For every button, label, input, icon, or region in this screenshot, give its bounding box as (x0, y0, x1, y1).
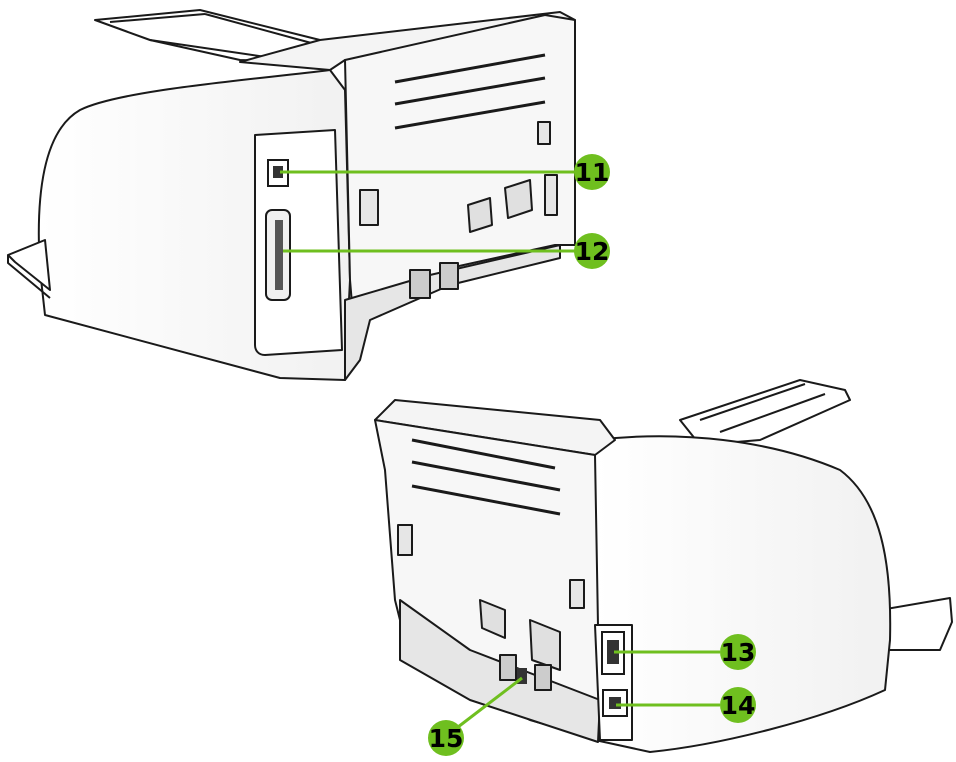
callout-11-label: 11 (575, 158, 610, 187)
callout-13-badge (720, 634, 756, 670)
printer-rear-view-bottom (374, 379, 953, 753)
input-tray (94, 9, 321, 63)
callout-13: 13 (614, 634, 756, 670)
printer-rear-view-top (7, 9, 576, 381)
callout-15-label: 15 (429, 724, 464, 753)
callout-13-label: 13 (721, 638, 756, 667)
side-panel-2 (594, 435, 892, 753)
output-tray (7, 239, 51, 291)
parallel-port (265, 209, 291, 301)
lock-slot (517, 668, 527, 684)
callout-14: 14 (616, 687, 756, 723)
callout-12-label: 12 (575, 237, 610, 266)
callout-15-leader (457, 676, 523, 729)
callout-14-label: 14 (721, 691, 756, 720)
callout-12: 12 (283, 233, 610, 269)
callout-15: 15 (428, 676, 523, 756)
callout-14-badge (720, 687, 756, 723)
callout-12-badge (574, 233, 610, 269)
callout-11: 11 (280, 154, 610, 190)
callout-11-badge (574, 154, 610, 190)
input-tray-2 (679, 379, 851, 446)
power-receptacle (602, 689, 628, 717)
callout-15-badge (428, 720, 464, 756)
